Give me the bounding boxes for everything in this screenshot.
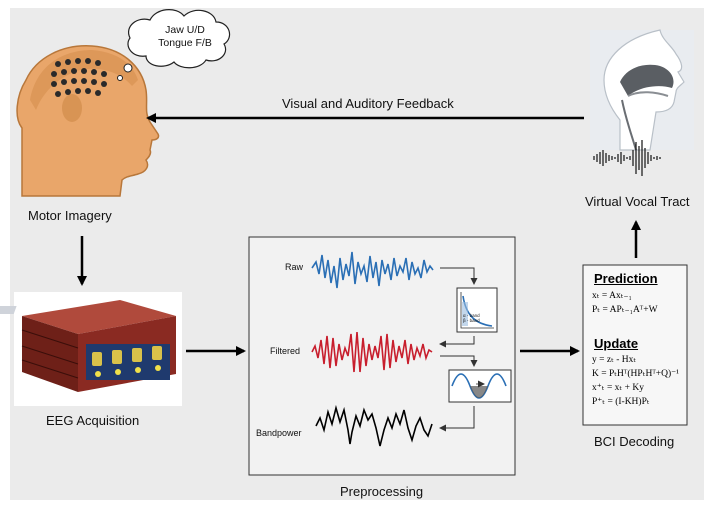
bandpower-signal-trace xyxy=(315,404,433,447)
human-head-icon xyxy=(16,45,160,197)
update-eq-2: K = PₜHᵀ(HPₜHᵀ+Q)⁻¹ xyxy=(592,369,680,379)
update-eq-4: P⁺ₜ = (I-KH)Pₜ xyxy=(592,397,650,407)
thought-line-2: Tongue F/B xyxy=(158,37,212,49)
squared-signal-plot xyxy=(448,369,512,403)
eeg-electrode-grid-icon xyxy=(51,58,107,97)
bandpower-label: Bandpower xyxy=(256,428,302,438)
update-eq-1: y = zₜ - Hxₜ xyxy=(592,355,637,365)
prediction-eq-2: Pₜ = APₜ₋₁Aᵀ+W xyxy=(592,305,658,315)
thought-line-1: Jaw U/D xyxy=(165,24,205,36)
frequency-band-plot xyxy=(456,287,498,333)
beta-band-label: β - band xyxy=(463,318,480,323)
raw-signal-trace xyxy=(311,251,434,289)
preprocessing-title: Preprocessing xyxy=(340,484,424,499)
vocal-tract-label: Virtual Vocal Tract xyxy=(585,194,690,209)
update-heading: Update xyxy=(594,336,639,351)
feedback-label: Visual and Auditory Feedback xyxy=(282,96,454,111)
eeg-acquisition-label: EEG Acquisition xyxy=(46,413,140,428)
bci-decoding-title: BCI Decoding xyxy=(594,434,675,449)
bci-decoding-box xyxy=(582,264,688,426)
filtered-signal-trace xyxy=(311,331,433,373)
thought-cloud-text: Jaw U/D Tongue F/B xyxy=(153,24,217,50)
prediction-heading: Prediction xyxy=(594,271,658,286)
update-eq-3: x⁺ₜ = xₜ + Ky xyxy=(592,383,644,393)
audio-waveform-icon xyxy=(593,140,661,176)
alpha-band-label: α - band xyxy=(463,313,480,318)
filtered-label: Filtered xyxy=(270,346,301,356)
vocal-tract-icon xyxy=(590,29,694,151)
raw-label: Raw xyxy=(285,262,304,272)
eeg-amplifier-device-icon xyxy=(0,292,182,406)
band-legend: α - band β - band xyxy=(463,313,480,323)
prediction-eq-1: xₜ = Axₜ₋₁ xyxy=(592,291,632,301)
thought-cloud-icon xyxy=(117,9,231,81)
motor-imagery-label: Motor Imagery xyxy=(28,208,112,223)
